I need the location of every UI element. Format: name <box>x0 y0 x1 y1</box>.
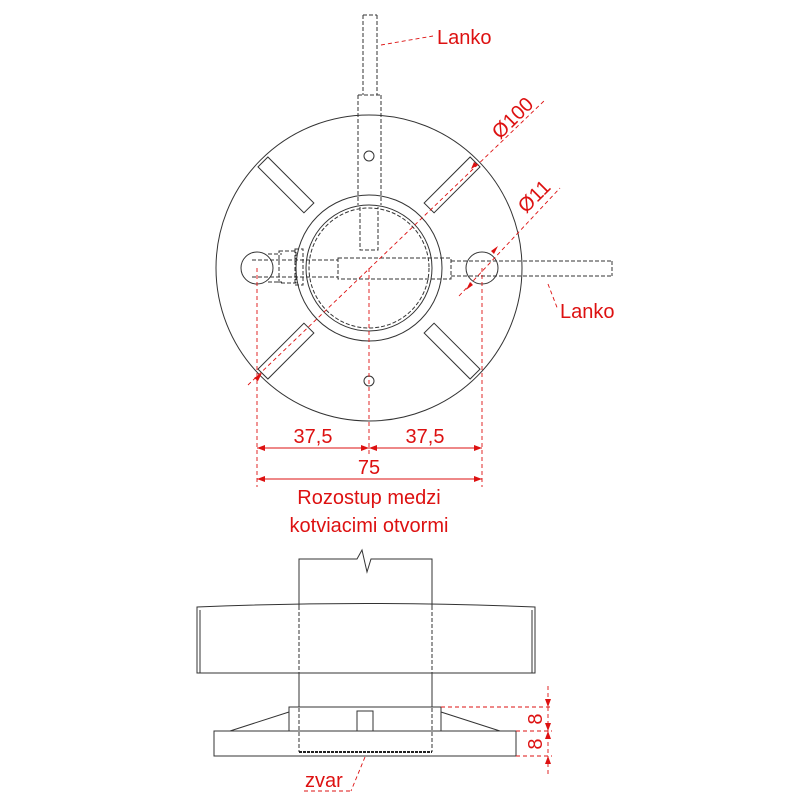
small-hole-top <box>363 150 375 162</box>
rib <box>423 322 481 380</box>
half-spacing-right: 37,5 <box>406 426 445 448</box>
rope-pin <box>356 710 374 732</box>
top-view: Lanko Lanko Ø100 Ø11 37,5 37,5 75 Rozost… <box>215 14 615 537</box>
weld-label: zvar <box>305 770 343 792</box>
total-spacing: 75 <box>358 457 380 479</box>
caption-line-1: Rozostup medzi <box>297 487 440 509</box>
caption-line-2: kotviacimi otvormi <box>290 515 449 537</box>
rope-right-hidden <box>252 248 613 286</box>
rope-label-right: Lanko <box>560 301 615 323</box>
outer-diameter-label: Ø100 <box>488 93 538 143</box>
base-plate-height: 8 <box>525 738 547 749</box>
hole-diameter-label: Ø11 <box>514 176 555 217</box>
rope-top-hidden <box>357 14 382 251</box>
cover-flange <box>196 603 536 674</box>
rope-label-top: Lanko <box>437 27 492 49</box>
upper-plate-height: 8 <box>525 713 547 724</box>
ribs <box>257 156 481 380</box>
tube-break <box>298 548 433 606</box>
dimensions-top <box>247 35 561 487</box>
rib <box>257 156 315 214</box>
tube-hidden <box>308 207 430 329</box>
half-spacing-left: 37,5 <box>294 426 333 448</box>
base-plate-outline <box>215 114 523 422</box>
ribs-side <box>229 711 501 732</box>
height-dimensions <box>441 686 552 777</box>
rib <box>257 322 315 380</box>
side-view: 8 8 zvar <box>196 548 552 792</box>
rib <box>423 156 481 214</box>
